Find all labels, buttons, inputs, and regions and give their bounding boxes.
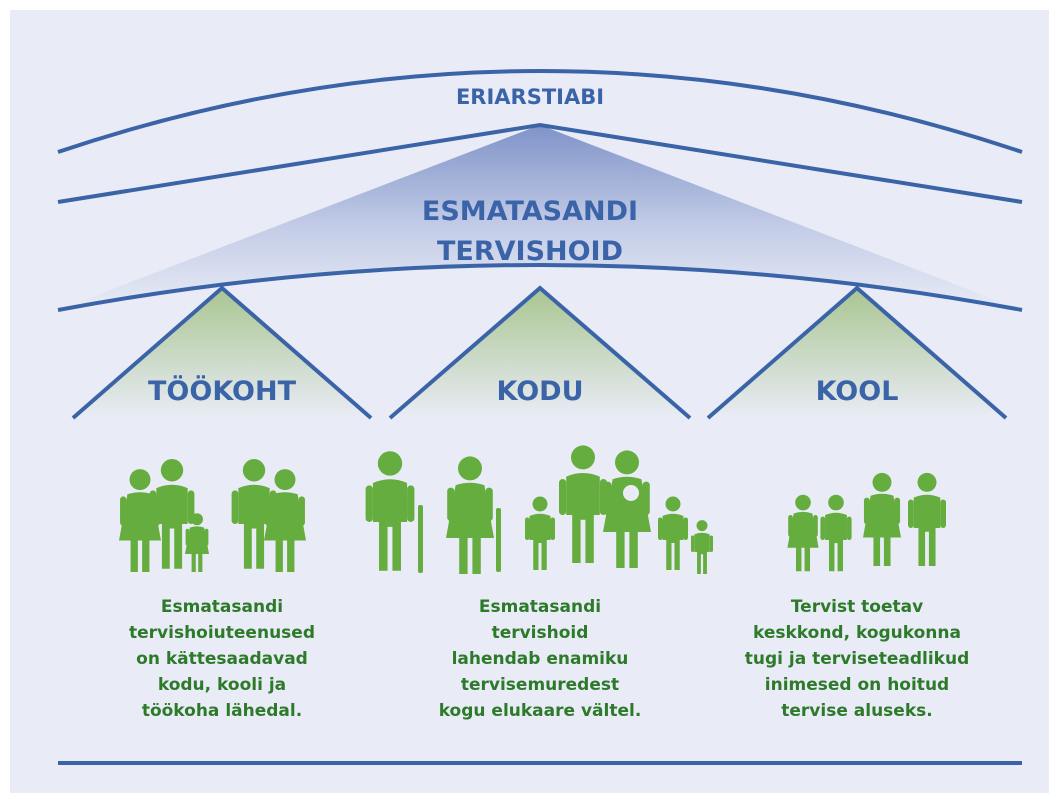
description-line: tervishoid [491, 623, 589, 643]
description-line: kogu elukaare vältel. [438, 701, 642, 721]
description-line: Esmatasandi [160, 597, 284, 617]
description-line: tugi ja terviseteadlikud [744, 649, 970, 669]
primary-care-base-arc [57, 263, 1023, 312]
tier-label-specialist: ERIARSTIABI [455, 85, 605, 109]
description-line: Tervist toetav [790, 597, 924, 617]
description-line: tervisemuredest [460, 675, 620, 695]
primary-care-roof [57, 122, 1023, 204]
section-description-tookoht: Esmatasandi tervishoiuteenused on kättes… [82, 594, 362, 724]
roof-kool [706, 285, 1008, 420]
description-line: inimesed on hoitud [764, 675, 950, 695]
primary-care-band [58, 125, 1022, 310]
walking-cane [496, 508, 501, 572]
description-line: kodu, kooli ja [157, 675, 287, 695]
walking-cane [418, 505, 423, 573]
figures-kodu [365, 445, 713, 574]
tier-label-primary-line1: ESMATASANDI [421, 196, 639, 227]
tier-label-primary: ESMATASANDI TERVISHOID [330, 192, 730, 272]
section-description-kool: Tervist toetav keskkond, kogukonna tugi … [717, 594, 997, 724]
section-title-tookoht: TÖÖKOHT [148, 376, 296, 407]
description-line: tervise aluseks. [781, 701, 933, 721]
description-line: keskkond, kogukonna [753, 623, 961, 643]
description-line: on kättesaadavad [136, 649, 308, 669]
roof-kodu-fill [390, 288, 690, 418]
roof-tookoht-fill [73, 288, 371, 418]
description-line: töökoha lähedal. [141, 701, 303, 721]
section-description-kodu: Esmatasandi tervishoid lahendab enamiku … [400, 594, 680, 724]
description-line: lahendab enamiku [451, 649, 629, 669]
baby-figure [623, 485, 639, 501]
tier-label-primary-line2: TERVISHOID [436, 236, 624, 267]
section-title-kool: KOOL [815, 376, 899, 407]
section-title-kodu: KODU [496, 376, 584, 407]
description-line: tervishoiuteenused [129, 623, 315, 643]
description-line: Esmatasandi [478, 597, 602, 617]
roof-tookoht [71, 285, 373, 420]
roof-kodu [388, 285, 692, 420]
specialist-care-arc [57, 69, 1023, 154]
roof-kool-fill [708, 288, 1006, 418]
